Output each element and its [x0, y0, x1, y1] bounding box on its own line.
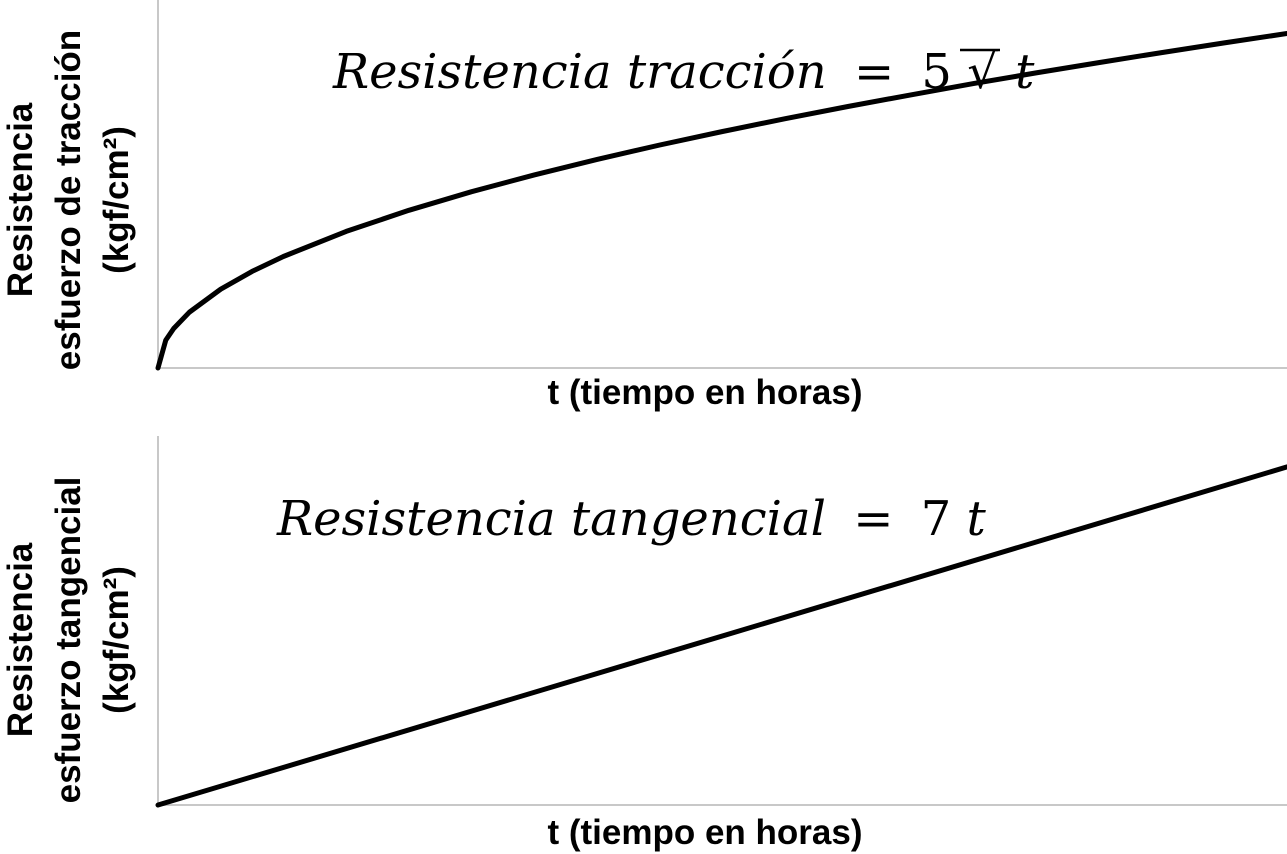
y-label-line-2: esfuerzo tangencial: [49, 477, 88, 804]
sqrt-sign: √: [967, 44, 998, 100]
series-line-traccion: [155, 31, 1287, 371]
y-label-line-2: esfuerzo de tracción: [49, 30, 88, 370]
coefficient: 5: [921, 44, 952, 100]
equation-label: Resistencia tracción: [332, 44, 827, 100]
y-label-line-3: (kgf/cm²): [97, 566, 136, 714]
equals-sign: =: [853, 491, 893, 547]
x-axis-label-tangencial: t (tiempo en horas): [547, 813, 862, 852]
equation-label: Resistencia tangencial: [276, 491, 826, 547]
x-axis-label-traccion: t (tiempo en horas): [547, 373, 862, 412]
chart-tangencial: Resistencia tangencial = 7 t t (tiempo e…: [1, 436, 1287, 852]
variable: t: [967, 491, 987, 547]
y-axis-label-tangencial: Resistencia esfuerzo tangencial (kgf/cm²…: [1, 477, 136, 804]
variable: t: [1015, 44, 1035, 100]
series-line-tangencial: [155, 464, 1287, 808]
equation-traccion: Resistencia tracción = 5 √ t: [332, 44, 1035, 100]
equation-tangencial: Resistencia tangencial = 7 t: [276, 491, 987, 547]
equals-sign: =: [854, 44, 894, 100]
chart-traccion: Resistencia tracción = 5 √ t t (tiempo e…: [1, 0, 1287, 412]
y-label-line-1: Resistencia: [1, 542, 40, 737]
y-label-line-1: Resistencia: [1, 102, 40, 297]
y-axis-label-traccion: Resistencia esfuerzo de tracción (kgf/cm…: [1, 30, 136, 370]
y-label-line-3: (kgf/cm²): [97, 126, 136, 274]
coefficient: 7: [921, 491, 952, 547]
